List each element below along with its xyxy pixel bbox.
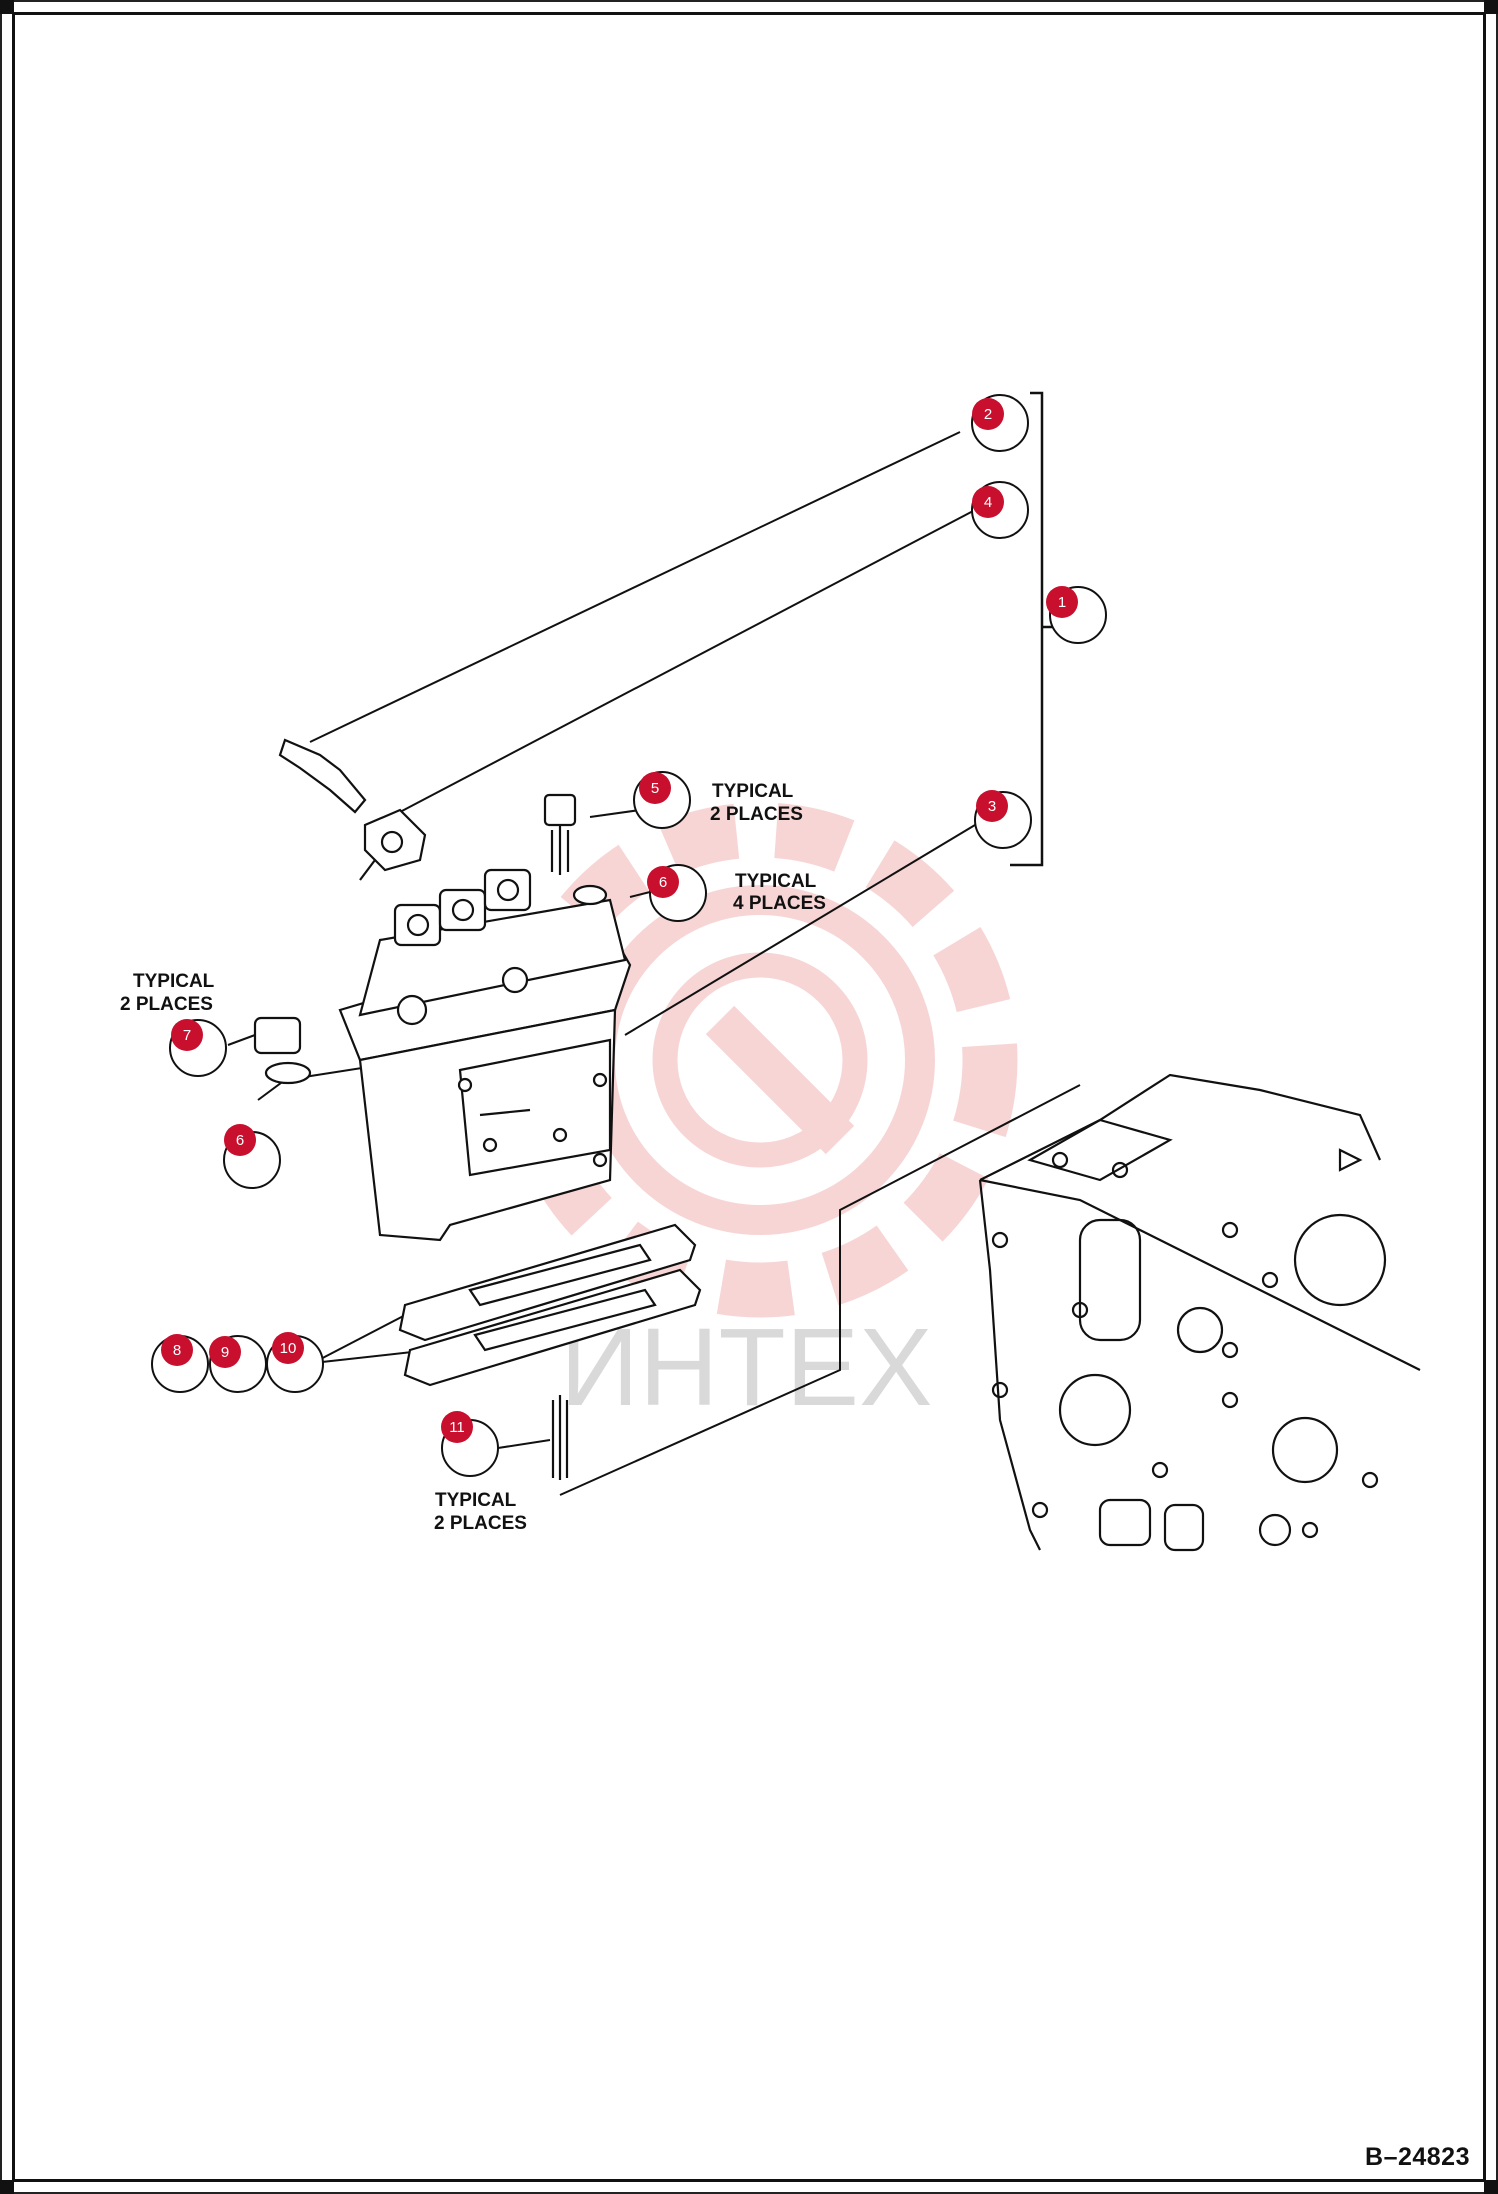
inner-border: [12, 12, 1486, 2182]
drawing-reference-number: B–24823: [1365, 2143, 1470, 2171]
svg-text:11: 11: [449, 1419, 465, 1436]
svg-text:6: 6: [659, 874, 667, 891]
note-6-line1: TYPICAL: [735, 871, 817, 892]
svg-text:1: 1: [1058, 594, 1066, 611]
callout-badge[interactable]: 2: [972, 398, 1004, 430]
typical-notes: TYPICAL 2 PLACES TYPICAL 4 PLACES TYPICA…: [120, 781, 826, 1534]
note-11-line2: 2 PLACES: [434, 1513, 527, 1534]
svg-text:4: 4: [984, 494, 992, 511]
engine-block-illustration: [978, 1073, 1421, 1552]
svg-text:3: 3: [988, 798, 996, 815]
note-6-line2: 4 PLACES: [733, 893, 826, 914]
svg-text:8: 8: [173, 1342, 181, 1359]
callout-badge[interactable]: 6: [647, 866, 679, 898]
callout-badge[interactable]: 7: [171, 1019, 203, 1051]
note-5-line2: 2 PLACES: [710, 804, 803, 825]
note-11-line1: TYPICAL: [435, 1490, 517, 1511]
callout-badge[interactable]: 6: [224, 1124, 256, 1156]
corner-mark: [0, 2180, 14, 2194]
svg-text:9: 9: [221, 1344, 229, 1361]
callout-badge[interactable]: 4: [972, 486, 1004, 518]
callout-badge[interactable]: 5: [639, 772, 671, 804]
callout-badge[interactable]: 3: [976, 790, 1008, 822]
corner-mark: [1484, 2180, 1498, 2194]
injection-pump-illustration: [338, 868, 632, 1242]
corner-mark: [1484, 0, 1498, 14]
callout-badge[interactable]: 9: [209, 1336, 241, 1368]
callout-badge[interactable]: 1: [1046, 586, 1078, 618]
svg-text:6: 6: [236, 1132, 244, 1149]
callout-badge[interactable]: 8: [161, 1334, 193, 1366]
assembly-bracket: [1010, 391, 1055, 867]
svg-text:10: 10: [280, 1340, 297, 1357]
fitting-illustrations: [253, 738, 608, 1480]
gasket-illustrations: [398, 1223, 702, 1387]
svg-text:2: 2: [984, 406, 992, 423]
svg-text:5: 5: [651, 780, 659, 797]
note-7-line1: TYPICAL: [133, 971, 215, 992]
corner-mark: [0, 0, 14, 14]
note-5-line1: TYPICAL: [712, 781, 794, 802]
callout-badges: 1 2 3 4 5 6 6 7 8 9 10 11: [161, 398, 1078, 1443]
svg-text:7: 7: [183, 1027, 191, 1044]
note-7-line2: 2 PLACES: [120, 994, 213, 1015]
callout-badge[interactable]: 10: [272, 1332, 304, 1364]
callout-badge[interactable]: 11: [441, 1411, 473, 1443]
